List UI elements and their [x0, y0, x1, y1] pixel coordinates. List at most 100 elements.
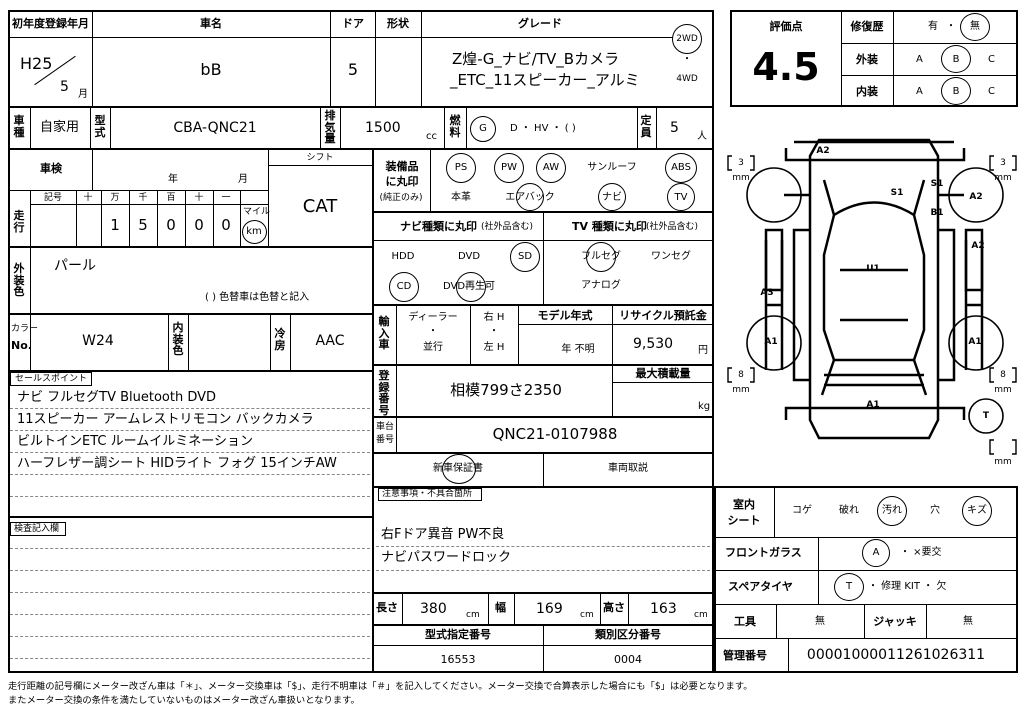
category-label: 類別区分番号 [595, 628, 661, 641]
jack-label: ジャッキ [873, 615, 917, 628]
interior-a: A [916, 86, 923, 97]
footer-line-1: 走行距離の記号欄にメーター改ざん車は「＊」、メーター交換車は「$」、走行不明車は… [8, 681, 753, 692]
jack-value: 無 [963, 616, 973, 627]
capacity: 5 [670, 120, 679, 136]
equip-navi-circle [598, 183, 626, 211]
length-cm: cm [466, 610, 480, 620]
kg-unit: kg [698, 401, 711, 412]
fuel-g-circle [470, 116, 496, 142]
equip-ps: PS [454, 162, 468, 173]
import-dot-2: ・ [489, 326, 499, 337]
tire-depth-rr-mm: mm [994, 385, 1012, 395]
km-label: km [246, 226, 262, 237]
door-label: ドア [342, 17, 364, 30]
equip-aw: AW [542, 162, 560, 173]
drive-2wd-circle [672, 24, 702, 54]
grade-line2: _ETC_11スピーカー_アルミ [450, 71, 640, 89]
car-name-label: 車名 [200, 17, 222, 30]
equip-airbag-circle [516, 183, 544, 211]
length-label: 長さ [376, 601, 398, 614]
repair-yes: 有 [928, 21, 938, 32]
km-circle [242, 220, 267, 244]
mark-a3: A3 [760, 288, 774, 298]
equip-tv-circle [667, 183, 695, 211]
odo-digit-3: 0 [194, 216, 204, 234]
equipment-sub: (純正のみ) [379, 193, 423, 203]
width-cm: cm [580, 610, 594, 620]
equip-airbag: エアバック [505, 192, 555, 203]
interior-b: B [952, 86, 960, 97]
equip-aw-circle [536, 153, 566, 183]
reg-label: 登録番号 [378, 369, 390, 417]
drive-4wd: 4WD [676, 74, 698, 84]
cc-unit: cc [426, 131, 437, 142]
shape-label: 形状 [387, 17, 409, 30]
mileage-label: 走行 [13, 209, 25, 234]
mark-b1: B1 [930, 208, 944, 218]
equip-leather: 本革 [451, 192, 471, 203]
equip-pw: PW [501, 162, 517, 173]
sales-label-box [10, 372, 92, 386]
odo-header-1: 十 [83, 193, 93, 203]
ac-value: AAC [315, 333, 345, 349]
navi-sub: (社外品含む) [481, 222, 534, 232]
height-value: 163 [650, 601, 677, 617]
max-load-label: 最大積載量 [635, 367, 691, 380]
car-name: bB [200, 60, 222, 79]
mark-t: T [982, 411, 990, 421]
interior-b-circle [941, 77, 971, 105]
odo-digit-1: 5 [138, 216, 148, 234]
seat-stain: 汚れ [882, 505, 902, 516]
seat-scratch-circle [962, 496, 992, 526]
yen-unit: 円 [698, 345, 708, 356]
fuel-label: 燃料 [449, 114, 461, 139]
usage: 自家用 [40, 120, 80, 135]
inspection-year: 年 [168, 174, 178, 185]
windshield-rest: ・ ×要交 [900, 547, 942, 558]
sales-line-1: 11スピーカー アームレストリモコン バックカメラ [17, 412, 314, 427]
sales-line-0: ナビ フルセグTV Bluetooth DVD [17, 390, 217, 405]
inspection-month: 月 [238, 174, 248, 185]
fuel-rest: D ・ HV ・ ( ) [510, 123, 576, 134]
tv-fullseg: フルセグ [581, 251, 621, 262]
equip-abs: ABS [671, 162, 691, 173]
windshield-a: A [872, 547, 880, 558]
mark-a1-rr: A1 [968, 337, 982, 347]
mark-s1-b: S1 [930, 179, 944, 189]
odo-digit-0: 1 [110, 216, 120, 234]
sales-line-2: ビルトインETC ルームイルミネーション [17, 434, 253, 449]
row-line [8, 106, 714, 108]
navi-dvd-play: DVD再生可 [442, 281, 496, 292]
interior-label: 内装 [856, 85, 878, 98]
inspection-notes-label: 検査記入欄 [14, 524, 60, 534]
color-no-label: カラー [11, 324, 39, 334]
seat-scratch: キズ [967, 505, 987, 516]
grade-label: グレード [518, 17, 562, 30]
condition-box [714, 486, 1018, 673]
navi-sd: SD [517, 251, 533, 262]
exterior-b: B [952, 54, 960, 65]
height-label: 高さ [603, 601, 625, 614]
category: 0004 [614, 653, 642, 666]
seat-tear: 破れ [839, 505, 859, 516]
score-box [730, 10, 1018, 107]
exterior-color: パール [54, 258, 96, 274]
exterior-color-label: 外装色 [13, 262, 25, 299]
drive-2wd: 2WD [676, 34, 698, 44]
model: CBA-QNC21 [173, 120, 257, 136]
drive-dot: ・ [682, 54, 692, 65]
color-change-note: ( ) 色替車は色替と記入 [205, 292, 310, 303]
main-form [8, 10, 714, 673]
color-no-suffix: No. [11, 339, 32, 352]
equip-abs-circle [665, 153, 697, 183]
manual: 車両取説 [608, 463, 648, 474]
tire-depth-lf-mm: mm [732, 173, 750, 183]
tools-label: 工具 [734, 615, 756, 628]
mile-label: マイル [243, 207, 271, 217]
spare-label: スペアタイヤ [728, 580, 793, 593]
odo-header-3: 千 [138, 193, 148, 203]
odo-digit-2: 0 [166, 216, 176, 234]
repair-label: 修復歴 [850, 20, 884, 33]
model-year-value: 年 不明 [561, 344, 595, 355]
car-diagram [727, 138, 1017, 455]
